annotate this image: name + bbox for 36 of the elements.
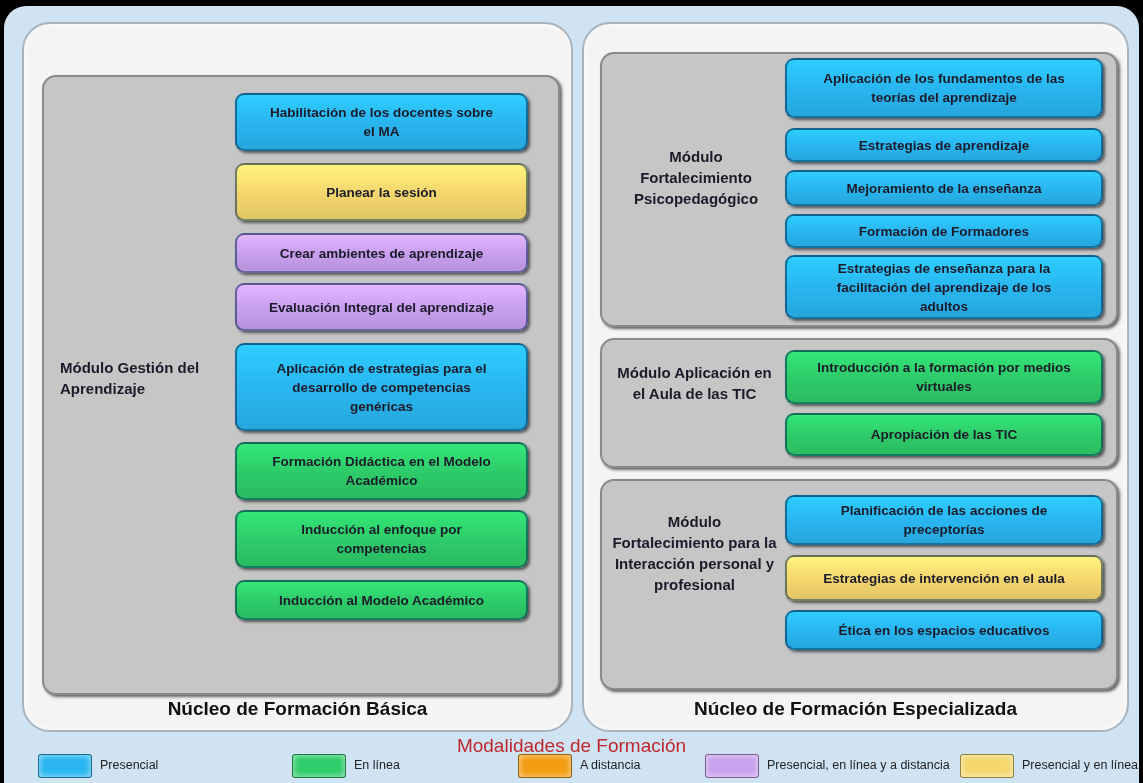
- legend-label: Presencial: [100, 757, 159, 774]
- module-panel: [600, 479, 1118, 690]
- legend-title: Modalidades de Formación: [455, 735, 688, 757]
- module-panel: [600, 52, 1118, 327]
- module-title: Módulo Fortalecimiento para la Interacción personal y profesional: [612, 512, 777, 595]
- module-title: Módulo Gestión del Aprendizaje: [60, 358, 201, 399]
- module-panel: [42, 75, 560, 695]
- course-box: Estrategias de enseñanza para la facilitación del aprendizaje de los adultos: [785, 255, 1103, 319]
- panel-title: Núcleo de Formación Básica: [166, 698, 429, 720]
- course-box: Planear la sesión: [235, 163, 528, 221]
- course-box: Introducción a la formación por medios virtuales: [785, 350, 1103, 404]
- course-box: Planificación de las acciones de preceptorías: [785, 495, 1103, 545]
- legend-label: A distancia: [580, 757, 641, 774]
- course-box: Estrategias de aprendizaje: [785, 128, 1103, 162]
- course-box: Formación de Formadores: [785, 214, 1103, 248]
- course-box: Estrategias de intervención en el aula: [785, 555, 1103, 601]
- course-box: Mejoramiento de la enseñanza: [785, 170, 1103, 206]
- course-box: Aplicación de estrategias para el desarrollo de competencias genéricas: [235, 343, 528, 431]
- module-title: Módulo Fortalecimiento Psicopedagógico: [632, 147, 760, 209]
- panel-background: [22, 22, 573, 732]
- course-box: Evaluación Integral del aprendizaje: [235, 283, 528, 331]
- legend-label: En línea: [354, 757, 400, 774]
- course-box: Inducción al Modelo Académico: [235, 580, 528, 620]
- course-box: Formación Didáctica en el Modelo Académico: [235, 442, 528, 500]
- panel-title: Núcleo de Formación Especializada: [692, 698, 1019, 720]
- course-box: Ética en los espacios educativos: [785, 610, 1103, 650]
- module-title: Módulo Aplicación en el Aula de las TIC: [616, 363, 773, 404]
- course-box: Habilitación de los docentes sobre el MA: [235, 93, 528, 151]
- course-box: Crear ambientes de aprendizaje: [235, 233, 528, 273]
- legend-label: Presencial, en línea y a distancia: [767, 757, 950, 774]
- course-box: Inducción al enfoque por competencias: [235, 510, 528, 568]
- module-panel: [600, 338, 1118, 468]
- course-box: Aplicación de los fundamentos de las teorías del aprendizaje: [785, 58, 1103, 118]
- course-box: Apropiación de las TIC: [785, 413, 1103, 456]
- panel-background: [582, 22, 1129, 732]
- legend-label: Presencial y en línea: [1022, 757, 1139, 774]
